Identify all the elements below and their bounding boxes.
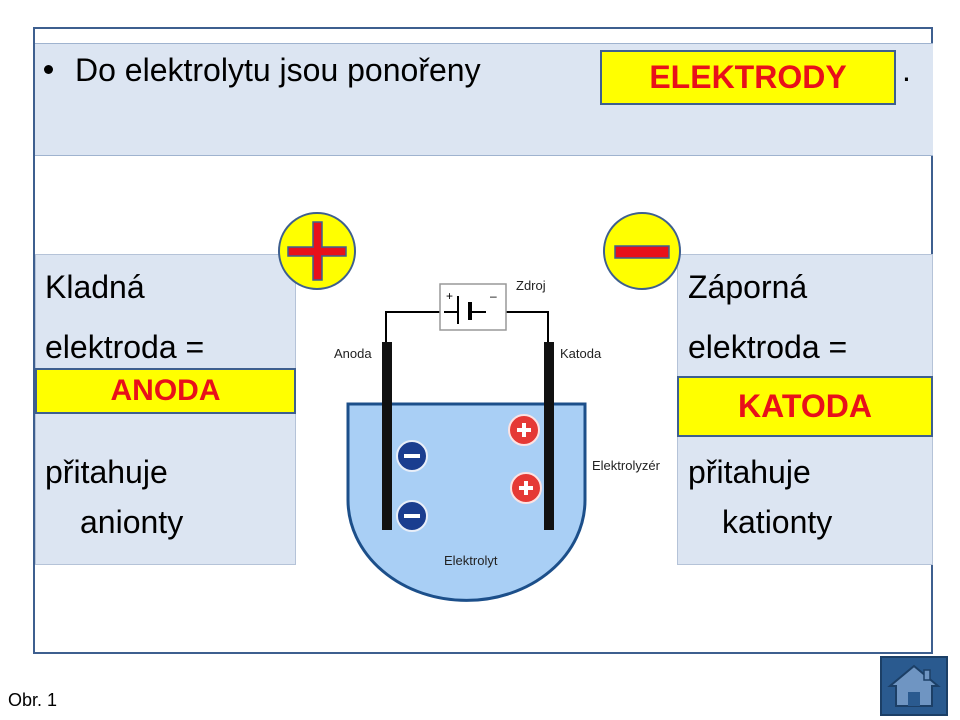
anode-label: Anoda [334, 346, 372, 361]
source-label: Zdroj [516, 278, 546, 293]
right-line2: elektroda = [688, 329, 848, 365]
plus-sign-circle [278, 212, 356, 290]
red-plus-icon [287, 221, 347, 281]
cathode-electrode [544, 342, 554, 530]
answer-cathode-text: KATODA [738, 388, 872, 424]
anode-electrode [382, 342, 392, 530]
electrolysis-diagram: + – Zdroj Anoda Katoda Elektrolyzér Elek… [334, 278, 661, 602]
left-line1: Kladná [45, 269, 145, 305]
left-line2: elektroda = [45, 329, 205, 365]
left-line3: přitahuje [45, 454, 168, 490]
right-line1: Záporná [688, 269, 808, 305]
answer-cathode[interactable]: KATODA [677, 376, 933, 437]
right-line3: přitahuje [688, 454, 811, 490]
left-line4: anionty [80, 504, 184, 540]
source-minus: – [490, 289, 497, 303]
electrolyte-label: Elektrolyt [444, 553, 498, 568]
home-button[interactable] [880, 656, 948, 716]
home-icon [887, 664, 941, 707]
question-text: Do elektrolytu jsou ponořeny [75, 52, 481, 88]
minus-sign-circle [603, 212, 681, 290]
answer-electrodes-text: ELEKTRODY [649, 59, 847, 95]
cathode-label: Katoda [560, 346, 602, 361]
vessel-label: Elektrolyzér [592, 458, 661, 473]
answer-electrodes[interactable]: ELEKTRODY [600, 50, 896, 105]
cation-2 [510, 472, 542, 504]
right-line4: kationty [722, 504, 833, 540]
answer-anode-text: ANODA [110, 374, 221, 407]
question-line: Do elektrolytu jsou ponořeny [44, 52, 481, 89]
bullet-icon [44, 65, 53, 75]
wire-left [385, 311, 444, 350]
source-plus: + [446, 289, 453, 303]
cation-1 [508, 414, 540, 446]
anion-2 [396, 500, 428, 532]
red-minus-icon [614, 245, 670, 259]
answer-anode[interactable]: ANODA [35, 368, 296, 414]
anion-1 [396, 440, 428, 472]
question-period: . [902, 52, 911, 88]
source-box [439, 283, 507, 331]
figure-caption: Obr. 1 [8, 690, 58, 710]
